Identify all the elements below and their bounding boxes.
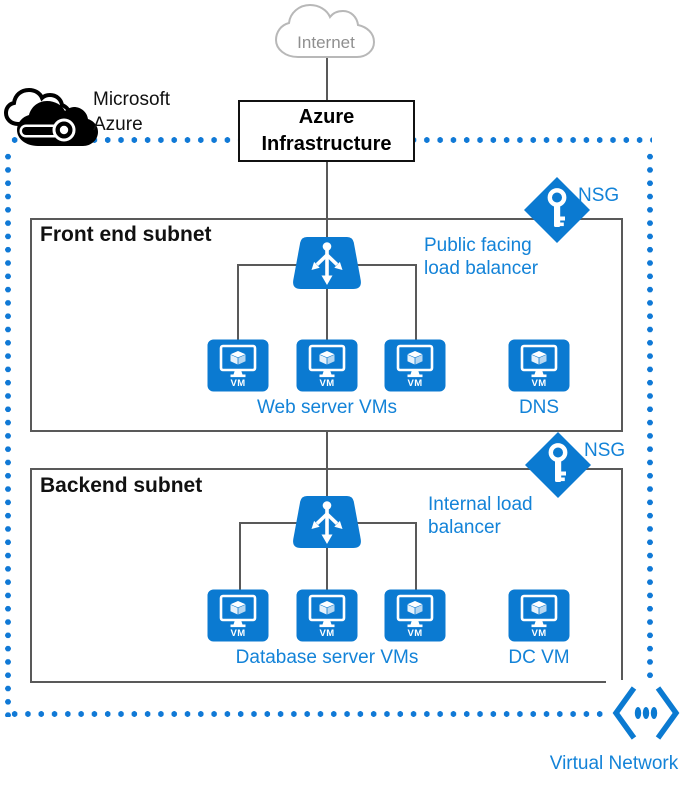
front-end-subnet-title: Front end subnet bbox=[40, 223, 212, 246]
vnet-border-left bbox=[5, 150, 11, 717]
backend-subnet-box bbox=[30, 468, 623, 683]
connector-front-to-back-lb bbox=[326, 430, 328, 497]
nsg-label-front: NSG bbox=[578, 185, 620, 206]
vm-badge: VM bbox=[230, 628, 246, 639]
public-load-balancer-icon bbox=[293, 237, 361, 289]
web-server-vm-2: VM bbox=[296, 339, 358, 392]
vm-badge: VM bbox=[531, 628, 547, 639]
web-server-vm-3: VM bbox=[384, 339, 446, 392]
internal-load-balancer-label: Internal load balancer bbox=[428, 494, 533, 538]
nsg-label-backend: NSG bbox=[584, 440, 626, 461]
virtual-network-label: Virtual Network bbox=[549, 753, 679, 774]
dc-vm: VM bbox=[508, 589, 570, 642]
vm-icon bbox=[384, 339, 446, 392]
virtual-network-icon-wrap bbox=[606, 680, 686, 746]
cloud-icon bbox=[274, 3, 376, 58]
microsoft-azure-label-line2: Azure bbox=[93, 114, 143, 135]
vm-badge: VM bbox=[230, 378, 246, 389]
dc-vm-label: DC VM bbox=[508, 647, 570, 668]
microsoft-azure-label-line1: Microsoft bbox=[93, 89, 171, 110]
front-drop-right bbox=[415, 264, 417, 340]
database-server-vms-label: Database server VMs bbox=[235, 647, 419, 668]
vm-icon bbox=[508, 339, 570, 392]
vm-badge: VM bbox=[531, 378, 547, 389]
backend-subnet-title: Backend subnet bbox=[40, 474, 203, 497]
web-server-vms-label: Web server VMs bbox=[256, 397, 398, 418]
back-drop-right bbox=[415, 522, 417, 590]
virtual-network-icon bbox=[612, 686, 680, 740]
vm-icon bbox=[207, 589, 269, 642]
database-server-vm-2: VM bbox=[296, 589, 358, 642]
azure-infrastructure-box: Azure Infrastructure bbox=[238, 100, 415, 162]
database-server-vm-1: VM bbox=[207, 589, 269, 642]
microsoft-azure-label: Microsoft Azure bbox=[93, 87, 170, 137]
internal-load-balancer-icon bbox=[293, 496, 361, 548]
vm-badge: VM bbox=[407, 378, 423, 389]
public-load-balancer-label: Public facing load balancer bbox=[424, 235, 539, 279]
vnet-border-right bbox=[647, 150, 653, 717]
connector-infra-to-front-lb bbox=[326, 160, 328, 238]
vm-icon bbox=[296, 339, 358, 392]
connector-internet-to-infra bbox=[326, 57, 328, 101]
web-server-vm-1: VM bbox=[207, 339, 269, 392]
dns-label: DNS bbox=[518, 397, 560, 418]
back-drop-left bbox=[239, 522, 241, 590]
vm-icon bbox=[384, 589, 446, 642]
nsg-icon-front bbox=[524, 177, 590, 243]
vm-badge: VM bbox=[407, 628, 423, 639]
nsg-icon-backend bbox=[525, 432, 591, 498]
internet-label: Internet bbox=[297, 33, 355, 52]
vm-icon bbox=[508, 589, 570, 642]
microsoft-azure-logo-icon bbox=[4, 87, 98, 146]
front-drop-left bbox=[237, 264, 239, 340]
vm-badge: VM bbox=[319, 378, 335, 389]
azure-infrastructure-label: Azure Infrastructure bbox=[261, 106, 392, 155]
vm-badge: VM bbox=[319, 628, 335, 639]
vm-icon bbox=[296, 589, 358, 642]
vm-icon bbox=[207, 339, 269, 392]
back-drop-center bbox=[326, 547, 328, 590]
database-server-vm-3: VM bbox=[384, 589, 446, 642]
dns-vm: VM bbox=[508, 339, 570, 392]
internet-cloud: Internet bbox=[271, 2, 381, 60]
front-drop-center bbox=[326, 288, 328, 340]
front-end-subnet-box bbox=[30, 218, 623, 432]
vnet-border-bottom bbox=[8, 711, 652, 717]
